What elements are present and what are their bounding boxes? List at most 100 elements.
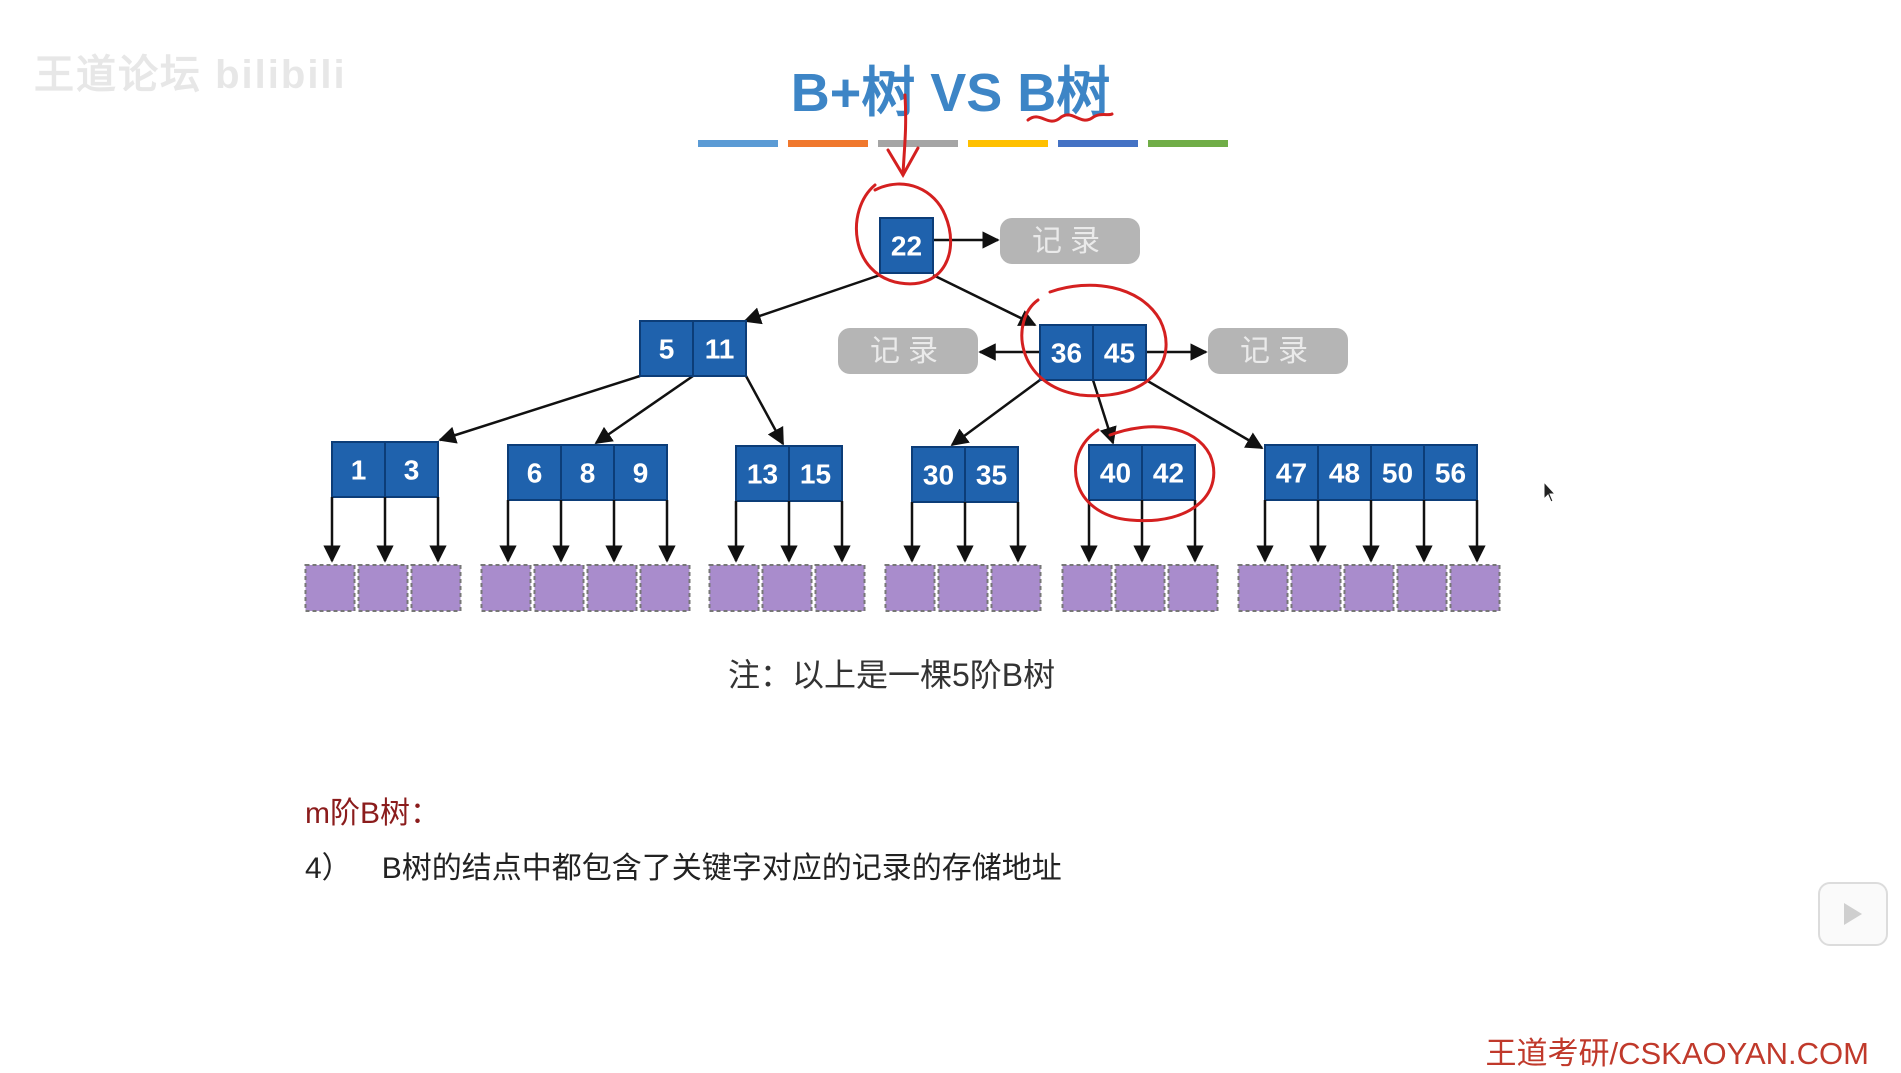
record-box-right: 记录: [1208, 328, 1348, 374]
null-pointers-2: [708, 501, 866, 612]
point-number: 4）: [305, 852, 352, 885]
leaf-node-3: 30 35: [911, 446, 1019, 503]
key-cell: [1092, 324, 1147, 381]
key-label: 42: [1153, 458, 1184, 489]
key-label: 11: [705, 334, 735, 365]
annotation-circle-40-42: [1074, 425, 1216, 523]
color-bar-1: [698, 140, 778, 147]
root-node: 22: [879, 217, 934, 274]
key-label: 22: [891, 231, 922, 262]
key-cell: [788, 445, 843, 502]
null-pointer-box: [1396, 564, 1448, 612]
key-label: 1: [351, 455, 367, 486]
key-cell: [879, 217, 934, 274]
null-pointer-box: [814, 564, 866, 612]
color-bar-5: [1058, 140, 1138, 147]
null-pointer-box: [639, 564, 691, 612]
null-pointer-box: [586, 564, 638, 612]
null-pointer-box: [937, 564, 989, 612]
key-label: 56: [1435, 458, 1466, 489]
key-cell: [911, 446, 966, 503]
key-label: 5: [659, 334, 675, 365]
leaf-node-1: 6 8 9: [507, 444, 668, 501]
color-bar-6: [1148, 140, 1228, 147]
internal-node-0: 5 11: [639, 320, 747, 377]
key-label: 48: [1329, 458, 1360, 489]
null-pointer-box: [1237, 564, 1289, 612]
key-cell: [1141, 444, 1196, 501]
key-label: 8: [580, 458, 596, 489]
key-cell: [1423, 444, 1478, 501]
key-label: 6: [527, 458, 543, 489]
null-pointer-box: [990, 564, 1042, 612]
leaf-node-2: 13 15: [735, 445, 843, 502]
null-pointers-5: [1237, 500, 1501, 612]
key-cell: [964, 446, 1019, 503]
footer-brand: 王道考研/CSKAOYAN.COM: [1485, 1036, 1869, 1071]
null-pointer-box: [1290, 564, 1342, 612]
color-bar-4: [968, 140, 1048, 147]
annotation-circle-root: [854, 182, 953, 286]
record-label: 记录: [1032, 224, 1108, 259]
key-label: 40: [1100, 458, 1131, 489]
key-label: 45: [1104, 338, 1135, 369]
diagram-note: 注：以上是一棵5阶B树: [728, 657, 1056, 693]
key-cell: [639, 320, 694, 377]
key-cell: [507, 444, 562, 501]
null-pointer-box: [708, 564, 760, 612]
leaf-node-4: 40 42: [1088, 444, 1196, 501]
annotation-underline: [1026, 112, 1114, 123]
null-pointer-box: [1449, 564, 1501, 612]
null-pointer-box: [1343, 564, 1395, 612]
null-pointers-4: [1061, 500, 1219, 612]
key-label: 36: [1051, 338, 1082, 369]
null-pointer-box: [357, 564, 409, 612]
null-pointers-1: [480, 500, 691, 612]
null-pointers-3: [884, 502, 1042, 612]
record-label: 记录: [1240, 334, 1316, 369]
key-cell: [692, 320, 747, 377]
null-pointer-box: [480, 564, 532, 612]
color-bar-3: [878, 140, 958, 147]
record-box-left: 记录: [838, 328, 978, 374]
record-box-root: 记录: [1000, 218, 1140, 264]
null-pointer-box: [1167, 564, 1219, 612]
key-cell: [1370, 444, 1425, 501]
key-cell: [1264, 444, 1319, 501]
key-cell: [331, 441, 386, 498]
key-label: 30: [923, 460, 954, 491]
null-pointer-box: [1061, 564, 1113, 612]
key-cell: [613, 444, 668, 501]
key-label: 9: [633, 458, 649, 489]
point-text: B树的结点中都包含了关键字对应的记录的存储地址: [381, 852, 1062, 885]
annotation-circle-36-45: [1020, 283, 1168, 398]
key-label: 15: [800, 459, 831, 490]
annotation-arrowhead: [886, 146, 920, 178]
key-cell: [1088, 444, 1143, 501]
null-pointer-box: [304, 564, 356, 612]
slide-title: B+树 VS B树: [790, 63, 1111, 123]
key-label: 13: [747, 459, 778, 490]
null-pointer-box: [410, 564, 462, 612]
key-cell: [1039, 324, 1094, 381]
key-label: 3: [404, 455, 420, 486]
key-label: 35: [976, 460, 1007, 491]
null-pointer-box: [533, 564, 585, 612]
null-pointers-0: [304, 497, 462, 612]
key-label: 50: [1382, 458, 1413, 489]
record-label: 记录: [870, 334, 946, 369]
color-bar-2: [788, 140, 868, 147]
bilibili-watermark: 王道论坛 bilibili: [34, 53, 347, 97]
key-cell: [384, 441, 439, 498]
internal-node-1: 36 45: [1039, 324, 1147, 381]
section-heading: m阶B树：: [305, 797, 440, 830]
null-pointer-box: [761, 564, 813, 612]
annotation-arrow-down: [901, 93, 908, 177]
mouse-cursor-icon: [1543, 481, 1557, 503]
play-icon[interactable]: [1818, 882, 1888, 946]
null-pointer-box: [884, 564, 936, 612]
point-4: 4） B树的结点中都包含了关键字对应的记录的存储地址: [305, 843, 1062, 887]
